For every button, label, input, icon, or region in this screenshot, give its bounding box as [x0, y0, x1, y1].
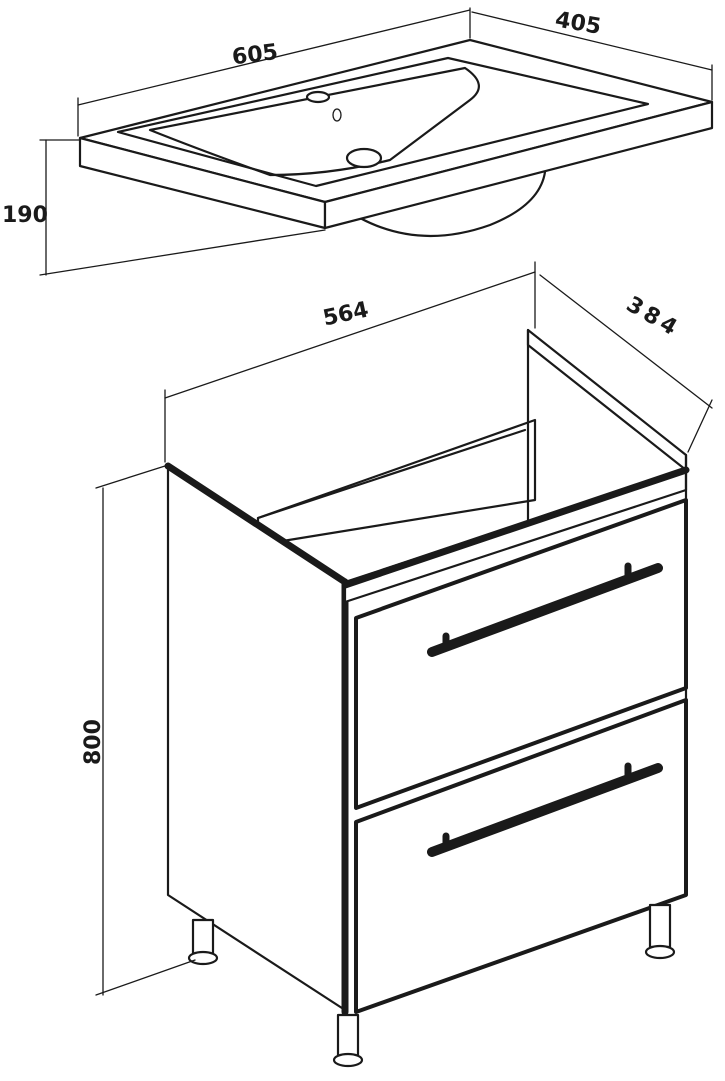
- sink-right-face: [323, 100, 714, 230]
- leg-back-right: [644, 903, 676, 960]
- cabinet-back-panel: [526, 328, 688, 472]
- cabinet: [164, 328, 690, 1068]
- faucet-hole: [305, 90, 331, 104]
- cabinet-height-ext-bottom: [95, 959, 196, 996]
- sink-basin-curve: [148, 66, 480, 177]
- sink-width-line: [77, 9, 471, 106]
- cabinet-inner-rail-edge: [256, 428, 527, 520]
- cabinet-depth-label: 384: [622, 292, 685, 343]
- drain-hole: [345, 147, 383, 169]
- top-drawer-handle: [427, 562, 663, 657]
- cabinet-left-top-edge: [164, 462, 349, 586]
- cabinet-inner-rail: [256, 418, 537, 547]
- cabinet-height-ext-top: [95, 465, 166, 489]
- sink-dimension-lines: [39, 7, 713, 276]
- sink-height-label: 190: [2, 203, 48, 228]
- overflow-hole: [332, 108, 342, 122]
- cabinet-width-line: [164, 271, 536, 399]
- sink-bowl-underside: [358, 170, 547, 238]
- bottom-drawer-handle: [427, 762, 663, 857]
- cabinet-legs: [187, 903, 676, 1068]
- sink-depth-line: [471, 11, 713, 71]
- leg-back-left: [187, 918, 219, 966]
- sink-height-ext-bottom: [39, 229, 326, 276]
- sink-depth-label: 405: [553, 7, 603, 40]
- cabinet-dimension-lines: [95, 261, 713, 996]
- cabinet-depth-ext-right: [687, 399, 713, 453]
- sink-basin: [78, 38, 714, 238]
- cabinet-depth-line: [539, 274, 713, 409]
- cabinet-top-front-rail-line: [341, 466, 690, 589]
- cabinet-width-label: 564: [321, 297, 371, 331]
- leg-front-left: [332, 1013, 364, 1068]
- cabinet-height-label: 800: [81, 719, 106, 765]
- sink-width-label: 605: [231, 40, 280, 70]
